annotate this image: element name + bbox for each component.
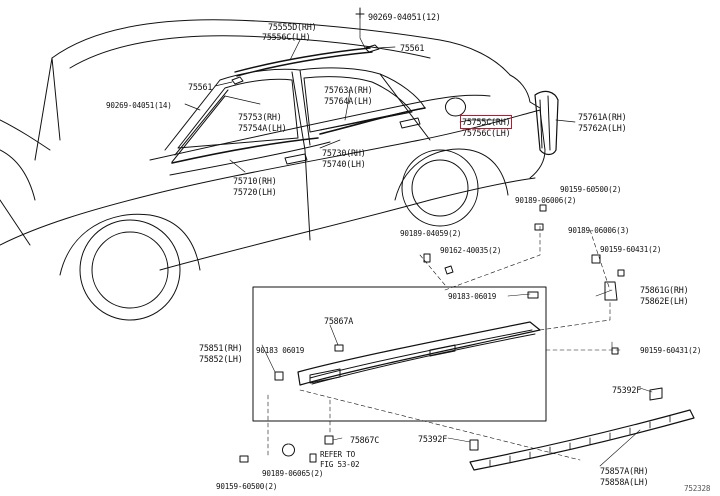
car-front-window [177,78,299,149]
label-75720: 75720(LH) [233,187,277,197]
label-75730: 75730(RH) [322,148,366,158]
label-75861g: 75861G(RH) [640,285,689,295]
label-90189-04059: 90189-04059(2) [400,229,462,238]
quarter-garnish-75761A [534,90,559,156]
label-75740: 75740(LH) [322,159,366,169]
car-fuel-door [445,97,466,117]
label-75858a: 75858A(LH) [600,477,649,487]
car-front-wheel [79,219,181,321]
car-hood-line [0,119,51,151]
label-75762a: 75762A(LH) [578,123,627,133]
car-body-side [0,109,541,246]
car-roof-line [51,19,511,76]
car-windshield [34,57,61,161]
door-belt-molding [171,137,319,164]
car-front-door-frame [164,68,311,151]
scuff-plate-75851 [297,321,541,386]
car-front-grille [0,149,36,246]
car-upper-belt [149,94,491,161]
car-front-wheel-arch [59,213,201,276]
car-rear-window [303,76,413,133]
label-75763a: 75763A(RH) [324,85,373,95]
label-75756c: 75756C(LH) [462,128,511,138]
inset-box [252,286,547,422]
car-front-door-handle [284,153,308,165]
label-75755c-highlighted: 75755C(RH) [459,115,513,129]
label-75862e: 75862E(LH) [640,296,689,306]
fastener-clips [239,7,663,463]
rocker-molding-75857A [469,409,695,471]
label-90183-06019-left: 90183 06019 [256,346,305,355]
car-door-lower [169,141,331,176]
car-rear-wheel [401,149,479,227]
label-75753: 75753(RH) [238,112,282,122]
label-90159-60431-top: 90159-60431(2) [600,245,662,254]
label-75392f-bottom: 75392F [418,434,448,444]
label-75867c: 75867C [350,435,380,445]
label-75764a: 75764A(LH) [324,96,373,106]
car-bumper-rear [529,109,546,179]
diagram-id: 752328 [684,484,711,493]
roof-molding [234,47,373,77]
label-75857a: 75857A(RH) [600,466,649,476]
label-75556c: 75556C(LH) [262,32,311,42]
label-90269-04051-12: 90269-04051(12) [368,12,441,22]
label-fig: FIG 53-02 [320,460,360,469]
roof-clip-top [364,44,380,53]
label-90159-60431-bottom: 90159-60431(2) [640,346,702,355]
car-b-pillar [291,71,311,241]
label-90162-40035: 90162-40035(2) [440,246,502,255]
label-90159-60500-bottom: 90159-60500(2) [216,482,278,491]
label-75555d: 75555D(RH) [268,22,317,32]
label-75754a: 75754A(LH) [238,123,287,133]
label-90183-06019-top: 90183-06019 [448,292,497,301]
car-rear-deck [509,74,541,109]
label-75710: 75710(RH) [233,176,277,186]
label-90189-06006-b: 90189-06006(3) [568,226,630,235]
car-roof-inner [69,35,431,69]
label-75392f-right: 75392F [612,385,642,395]
label-75852: 75852(LH) [199,354,243,364]
label-90189-06065: 90189-06065(2) [262,469,324,478]
car-c-pillar [379,73,431,141]
car-rear-wheel-arch [394,148,509,201]
label-90189-06006-a: 90189-06006(2) [515,196,577,205]
label-75561-top: 75561 [400,43,425,53]
car-sill-line [159,177,536,271]
label-90269-04051-14: 90269-04051(14) [106,101,172,110]
label-75561-left: 75561 [188,82,213,92]
roof-clip-left [231,76,244,85]
car-window-molding [171,89,229,163]
label-75851: 75851(RH) [199,343,243,353]
label-90159-60500-top: 90159-60500(2) [560,185,622,194]
label-75867a: 75867A [324,316,354,326]
label-75761a: 75761A(RH) [578,112,627,122]
label-refer-to: REFER TO [320,450,355,459]
car-rear-door-handle [399,117,421,129]
